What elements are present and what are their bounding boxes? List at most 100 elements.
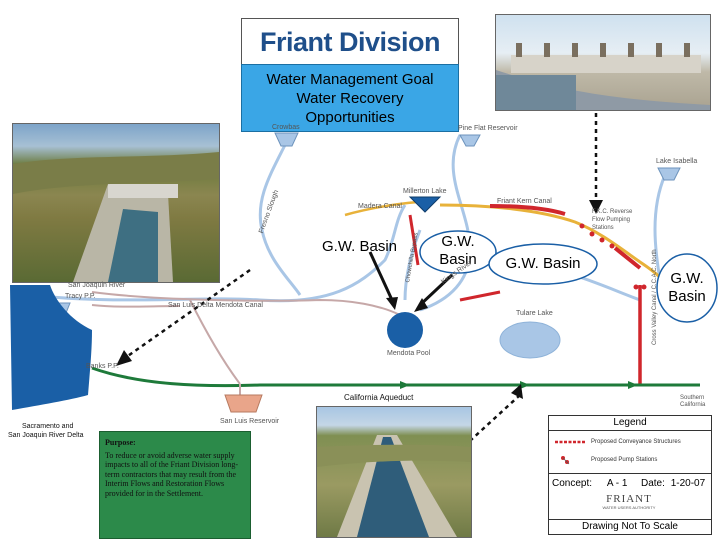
mendota-pool-label: Mendota Pool	[387, 350, 431, 357]
fresno-slough	[403, 229, 422, 301]
mendota-pool-icon	[387, 312, 423, 348]
gw-basin-left-label: G.W. Basin	[322, 238, 398, 255]
san-luis-reservoir-label: San Luis Reservoir	[220, 418, 280, 425]
tulare-lake-label: Tulare Lake	[516, 310, 553, 317]
san-joaquin-river-label: San Joaquin River	[68, 282, 126, 289]
delta-label: Sacramento and San Joaquin River Delta	[8, 422, 84, 440]
arrow-head-icon	[589, 200, 603, 214]
legend-title: Legend	[549, 416, 711, 431]
delta-mendota-canal	[91, 291, 401, 316]
canal-aerial-photo	[12, 123, 220, 283]
friant-logo: FRIANT WATER USERS AUTHORITY	[589, 494, 669, 511]
arrow-head-icon	[116, 350, 132, 366]
concept-field: Concept: A - 1	[552, 478, 627, 489]
goal-line-3: Opportunities	[305, 108, 395, 126]
dm-canal-label: San Luis Delta Mendota Canal	[168, 302, 263, 309]
goal-line-2: Water Recovery	[296, 89, 404, 107]
delta-label-line-1: Sacramento and	[22, 423, 74, 430]
chowchilla-proposed	[408, 214, 420, 266]
friant-kern-canal-label: Friant Kern Canal	[497, 198, 552, 205]
gw-basin-center-outline	[419, 230, 497, 274]
crowbas-reservoir-icon	[274, 132, 299, 147]
millerton-lake-label: Millerton Lake	[403, 188, 447, 195]
gw-arrow-center	[418, 273, 454, 307]
legend-item-pump: Proposed Pump Stations	[591, 457, 658, 463]
gw-basin-far-right-line-2: Basin	[668, 288, 706, 305]
aqueduct-photo	[316, 406, 472, 538]
gw-basin-far-right-outline	[656, 253, 718, 323]
purpose-box: Purpose: To reduce or avoid adverse wate…	[99, 431, 251, 539]
legend-box: Legend Proposed Conveyance Structures Pr…	[548, 415, 712, 535]
california-aqueduct-line	[91, 366, 700, 388]
pumping-station-photo	[495, 14, 711, 111]
date-value: 1-20-07	[670, 478, 706, 489]
goal-line-1: Water Management Goal	[266, 70, 434, 88]
madera-canal-label: Madera Canal	[358, 203, 402, 210]
banks-pp-label: Banks P.P.	[86, 363, 119, 370]
concept-value: A - 1	[606, 478, 628, 489]
legend-item-conveyance: Proposed Conveyance Structures	[591, 439, 681, 445]
arrow-head-icon	[386, 297, 398, 310]
title-box: Friant Division	[241, 18, 459, 66]
pump-icon	[633, 284, 639, 290]
southern-california-label: Southern California	[680, 395, 706, 408]
tracy-link	[91, 304, 181, 308]
cross-valley-canal-label: Cross Valley Canal / C.C.A.C. North	[652, 249, 658, 345]
aqueduct-art	[317, 435, 471, 537]
lake-isabella-label: Lake Isabella	[656, 158, 698, 165]
california-aqueduct-label: California Aqueduct	[344, 393, 414, 402]
pump-icon	[579, 223, 585, 229]
gw-basin-center-line-1: G.W.	[441, 233, 475, 250]
arrow-head-icon	[414, 298, 428, 312]
goal-box: Water Management Goal Water Recovery Opp…	[241, 64, 459, 132]
aqueduct-connector	[189, 299, 241, 385]
pump-icon	[641, 284, 647, 290]
delta-label-line-2: San Joaquin River Delta	[8, 432, 84, 439]
arrow-to-left-photo	[124, 268, 251, 360]
fkc-reverse-flow-label: F.K.C. Reverse Flow Pumping Stations	[592, 209, 633, 231]
friant-kern-proposed	[489, 204, 566, 216]
madera-canal	[344, 200, 419, 217]
purpose-heading: Purpose:	[105, 438, 136, 447]
millerton-lake-icon	[408, 196, 442, 213]
aqueduct-arrow-icon	[628, 381, 638, 389]
pump-icon	[589, 231, 595, 237]
gw-arrow-left	[368, 251, 394, 301]
pumping-station-art	[496, 43, 710, 110]
friant-logo-text: FRIANT	[606, 493, 652, 505]
gw-basin-far-right-line-1: G.W.	[670, 270, 704, 287]
delta-shape	[10, 285, 92, 410]
date-field: Date: 1-20-07	[641, 478, 705, 489]
friant-logo-sub: WATER USERS AUTHORITY	[602, 505, 656, 510]
concept-label: Concept:	[552, 478, 593, 489]
aqueduct-arrow-icon	[520, 381, 530, 389]
east-river	[653, 174, 667, 281]
mid-proposed	[459, 290, 501, 302]
legend-symbols	[555, 440, 585, 465]
pump-icon	[599, 237, 605, 243]
northern-river	[258, 144, 302, 296]
arrow-head-icon	[511, 384, 523, 399]
gw-arrows	[368, 251, 454, 307]
lake-isabella-icon	[657, 167, 681, 181]
date-label: Date:	[641, 478, 665, 489]
aqueduct-arrow-icon	[400, 381, 410, 389]
pump-stations	[579, 223, 647, 290]
canal-aerial-art	[13, 152, 219, 282]
fkc-proposed-south	[613, 246, 642, 270]
page-title: Friant Division	[259, 26, 441, 57]
crowbas-label: Crowbas	[272, 124, 300, 131]
legend-items: Proposed Conveyance Structures Proposed …	[549, 431, 711, 474]
legend-concept-row: Concept: A - 1 Date: 1-20-07 FRIANT WATE…	[549, 474, 711, 518]
gw-basin-right-center-label: G.W. Basin	[505, 255, 581, 272]
gw-basin-center-line-2: Basin	[439, 251, 477, 268]
pump-icon	[609, 243, 615, 249]
gw-basin-right-center-outline	[488, 243, 598, 285]
tulare-lake-icon	[499, 321, 561, 359]
pine-flat-icon	[459, 134, 481, 147]
san-luis-reservoir-icon	[224, 394, 263, 413]
pine-flat-label: Pine Flat Reservoir	[458, 125, 518, 132]
scale-note: Drawing Not To Scale	[549, 519, 711, 534]
tracy-pp-label: Tracy P.P.	[65, 293, 96, 300]
